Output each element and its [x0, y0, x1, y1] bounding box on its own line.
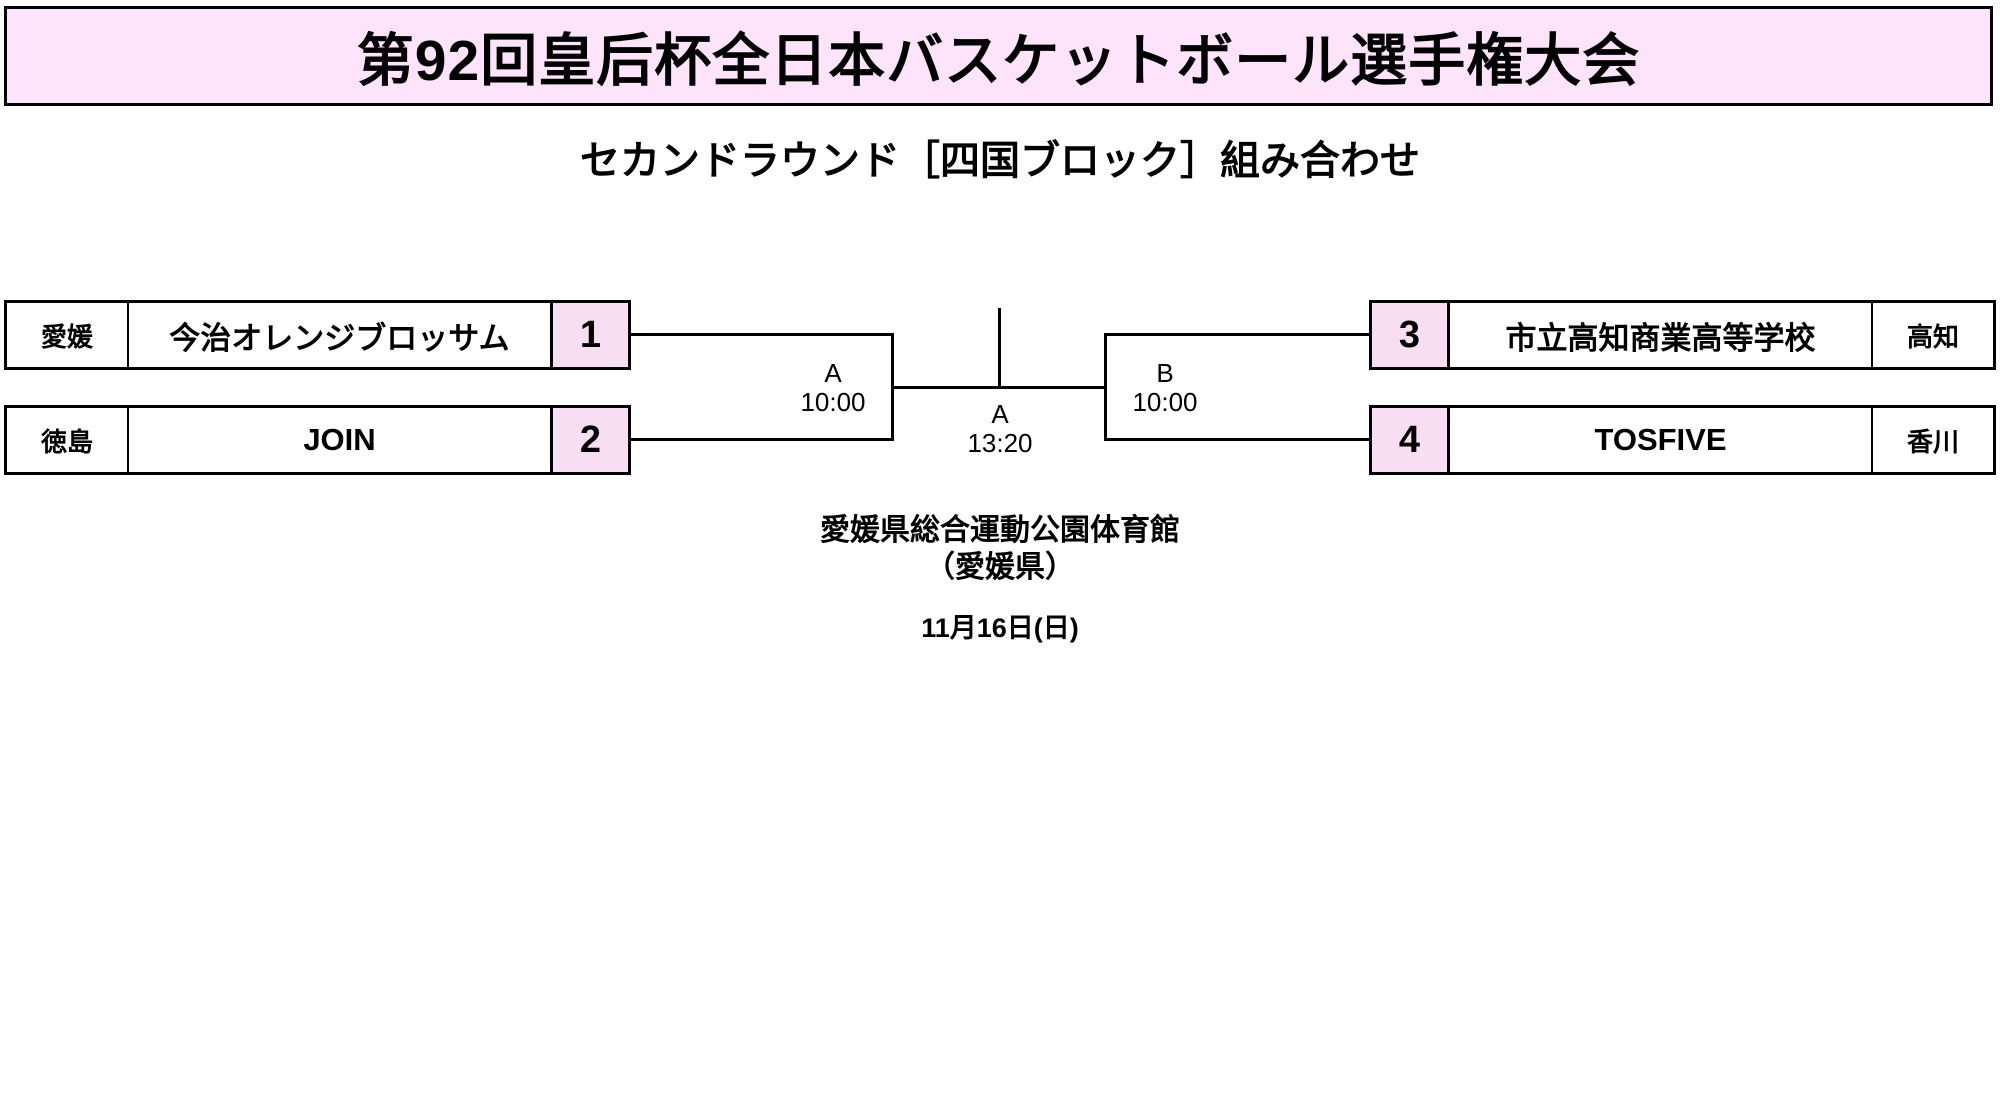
team-box-4: 4 TOSFIVE 香川: [1369, 405, 1996, 475]
team-4-prefecture: 香川: [1871, 408, 1993, 472]
team-2-seed: 2: [550, 408, 628, 472]
page-title: 第92回皇后杯全日本バスケットボール選手権大会: [356, 29, 1641, 93]
bracket-line-team1: [631, 333, 893, 336]
team-1-prefecture: 愛媛: [7, 303, 129, 367]
match-a-label: A 10:00: [780, 359, 886, 417]
venue-region: （愛媛県）: [925, 551, 1075, 584]
venue-name: 愛媛県総合運動公園体育館: [820, 514, 1180, 547]
final-match-time: 13:20: [967, 428, 1033, 458]
team-3-name: 市立高知商業高等学校: [1505, 320, 1816, 356]
team-1-name: 今治オレンジブロッサム: [169, 320, 510, 356]
page-subtitle: セカンドラウンド［四国ブロック］組み合わせ: [580, 139, 1420, 183]
team-1-seed: 1: [550, 303, 628, 367]
team-box-1: 愛媛 今治オレンジブロッサム 1: [4, 300, 631, 370]
team-4-name: TOSFIVE: [1594, 422, 1727, 457]
final-match-court: A: [991, 399, 1009, 429]
team-box-3: 3 市立高知商業高等学校 高知: [1369, 300, 1996, 370]
title-banner: 第92回皇后杯全日本バスケットボール選手権大会: [4, 6, 1993, 106]
event-date: 11月16日(日): [921, 613, 1079, 643]
match-b-time: 10:00: [1132, 387, 1198, 417]
match-b-court: B: [1156, 358, 1174, 388]
final-match-label: A 13:20: [947, 400, 1053, 458]
venue-block: 愛媛県総合運動公園体育館 （愛媛県）: [0, 512, 2000, 586]
bracket-line-right-vertical: [1104, 333, 1107, 441]
bracket-line-team3: [1104, 333, 1369, 336]
bracket-line-team4: [1104, 438, 1369, 441]
bracket-line-winner-vertical: [998, 308, 1001, 389]
bracket-line-team2: [631, 438, 893, 441]
team-3-prefecture: 高知: [1871, 303, 1993, 367]
team-4-seed: 4: [1372, 408, 1450, 472]
team-3-seed: 3: [1372, 303, 1450, 367]
team-box-2: 徳島 JOIN 2: [4, 405, 631, 475]
match-b-label: B 10:00: [1112, 359, 1218, 417]
team-2-name: JOIN: [303, 422, 376, 457]
match-a-court: A: [824, 358, 842, 388]
match-a-time: 10:00: [800, 387, 866, 417]
team-2-prefecture: 徳島: [7, 408, 129, 472]
